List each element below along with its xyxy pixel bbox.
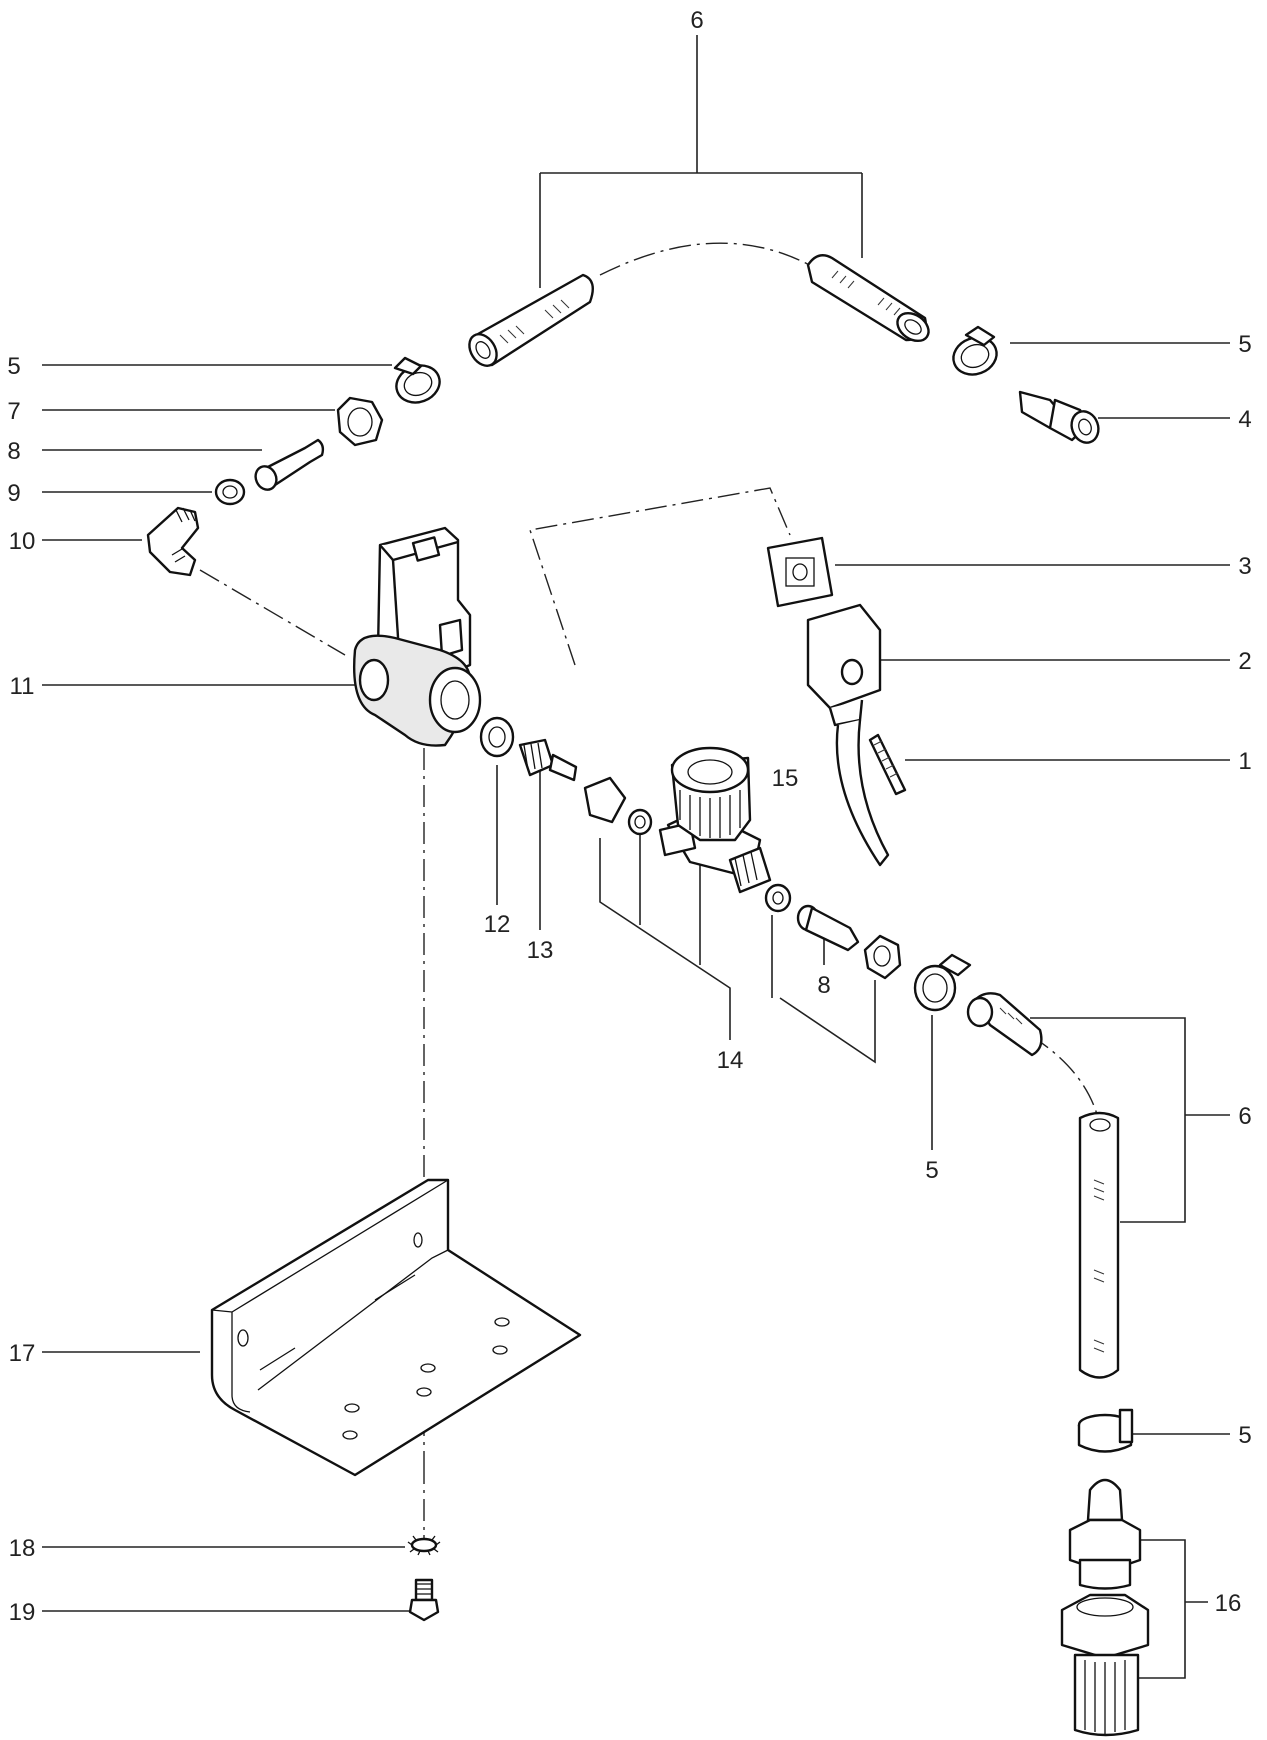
hose-lower-long [1078,1111,1120,1379]
elbow-fitting [146,506,200,577]
hose-clamp-bottom [1077,1408,1134,1453]
hose-top-left [468,273,594,367]
lock-washer [407,1535,441,1556]
callout-18: 18 [9,1535,36,1562]
plug-screw [868,733,907,796]
callout-8-upper: 8 [7,438,20,465]
solenoid-valve [353,526,482,747]
callout-4: 4 [1238,406,1251,433]
hose-clamp-right [952,325,998,376]
callout-9: 9 [7,480,20,507]
callout-19: 19 [9,1599,36,1626]
sealing-washer [479,716,515,758]
callout-12: 12 [484,911,511,938]
callout-2: 2 [1238,648,1251,675]
callout-17: 17 [9,1340,36,1367]
callout-8-lower: 8 [817,972,830,999]
tube-insert-upper [254,438,325,491]
needle-valve-handwheel [670,746,752,842]
callout-3: 3 [1238,553,1251,580]
connector-gasket [766,536,834,608]
hose-clamp-lower [913,953,972,1012]
hose-top-right [806,254,930,343]
connector-plug [806,603,890,867]
callout-15: 15 [772,765,799,792]
callout-5-lower: 5 [925,1157,938,1184]
callout-6-top: 6 [690,7,703,34]
callout-labels: 6 5 4 3 2 1 5 7 8 9 10 11 12 13 14 15 8 … [7,7,1251,1626]
callout-7: 7 [7,398,20,425]
mounting-bracket [210,1178,582,1477]
callout-10: 10 [9,528,36,555]
union-nut-lower [863,934,902,980]
threaded-nipple [518,738,578,782]
callout-5-right-top: 5 [1238,331,1251,358]
tube-insert-lower [796,904,860,952]
callout-6-right: 6 [1238,1103,1251,1130]
hose-clamp-left [393,356,441,404]
callout-5-bottom: 5 [1238,1422,1251,1449]
callout-11: 11 [10,673,35,700]
union-nut [336,396,384,447]
callout-14: 14 [717,1047,744,1074]
hose-nipple-fitting [1018,390,1100,444]
callout-1: 1 [1238,748,1251,775]
callout-5-left: 5 [7,353,20,380]
seal-ring-upper [214,478,246,506]
hose-coupling [1060,1478,1150,1737]
hose-lower-short [966,992,1043,1057]
mounting-screw [408,1578,440,1622]
callout-16: 16 [1215,1590,1242,1617]
leader-lines [42,35,1230,1679]
callout-13: 13 [527,937,554,964]
